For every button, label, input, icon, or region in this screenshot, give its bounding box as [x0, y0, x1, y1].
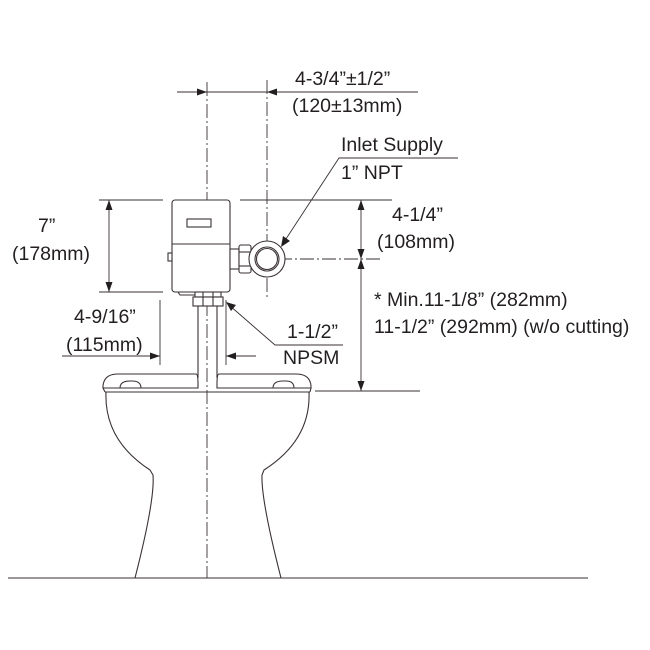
arrow-icon — [226, 352, 236, 360]
side-button-icon — [167, 252, 173, 262]
seat-bumper-right — [272, 380, 295, 389]
arrow-icon — [357, 249, 365, 259]
inlet-supply-spec: 1” NPT — [341, 162, 403, 184]
min-height-dimension: * Min.11-1/8” (282mm) 11-1/2” (292mm) (w… — [315, 259, 629, 392]
arrow-icon — [281, 236, 290, 247]
valve-height-dimension: 7” (178mm) — [12, 199, 163, 293]
seat-bumper-left — [119, 380, 142, 389]
seat-right — [216, 373, 312, 389]
arrow-icon — [150, 352, 160, 360]
valve-height-imperial: 7” — [38, 215, 55, 237]
valve-height-metric: (178mm) — [12, 243, 90, 265]
supply-offset-metric: (120±13mm) — [292, 95, 402, 117]
pipe-offset-dimension: 4-9/16” (115mm) — [62, 300, 256, 365]
inlet-supply-title: Inlet Supply — [341, 134, 443, 156]
valve-body — [171, 199, 231, 293]
pipe-offset-imperial: 4-9/16” — [74, 306, 136, 328]
outlet-spec: NPSM — [283, 347, 339, 369]
outlet-nut-top — [194, 291, 222, 298]
inlet-height-dimension: 4-1/4” (108mm) — [240, 199, 455, 259]
outlet-size: 1-1/2” — [287, 321, 338, 343]
outlet-callout: 1-1/2” NPSM — [226, 302, 343, 369]
inlet-supply-callout: Inlet Supply 1” NPT — [281, 134, 458, 247]
supply-offset-dimension: 4-3/4”±1/2” (120±13mm) — [177, 68, 418, 117]
bowl-right — [261, 391, 310, 579]
min-height-line2: 11-1/2” (292mm) (w/o cutting) — [374, 316, 629, 338]
inlet-coupling — [229, 248, 240, 270]
arrow-icon — [197, 88, 207, 96]
arrow-icon — [357, 381, 365, 391]
arrow-icon — [267, 88, 277, 96]
inlet-supply-ring — [248, 240, 286, 278]
inlet-height-metric: (108mm) — [377, 231, 455, 253]
arrow-icon — [357, 200, 365, 210]
flush-valve — [167, 199, 286, 378]
supply-offset-imperial: 4-3/4”±1/2” — [295, 68, 390, 90]
arrow-icon — [226, 302, 236, 311]
bowl-left — [105, 391, 154, 579]
pipe-offset-metric: (115mm) — [66, 334, 143, 356]
toilet — [102, 373, 312, 579]
inlet-height-imperial: 4-1/4” — [392, 204, 443, 226]
sensor-window-icon — [186, 218, 212, 228]
arrow-icon — [105, 282, 113, 292]
seat-left — [102, 373, 199, 389]
outlet-nut — [192, 296, 224, 307]
arrow-icon — [357, 259, 365, 269]
min-height-line1: * Min.11-1/8” (282mm) — [374, 289, 568, 311]
arrow-icon — [105, 200, 113, 210]
